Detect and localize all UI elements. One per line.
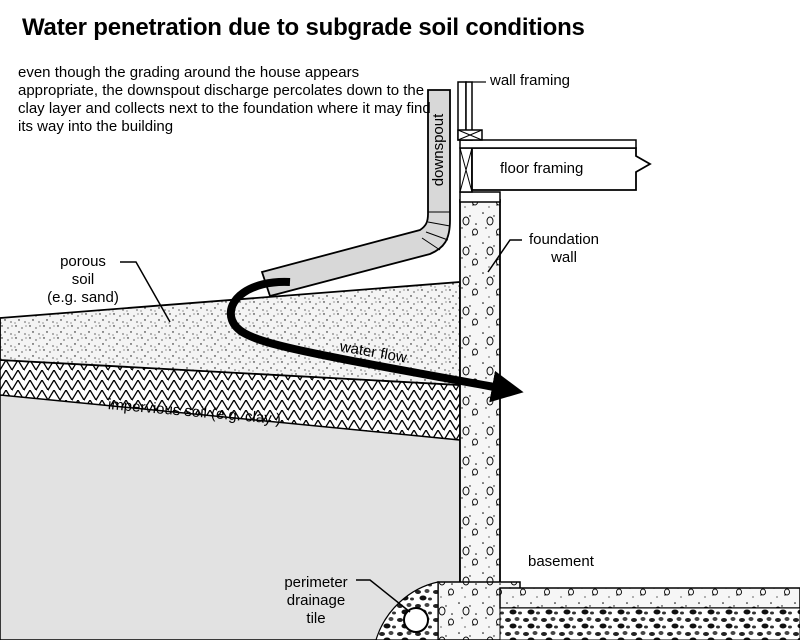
drainage-tile-label-line3: tile xyxy=(306,610,326,627)
foundation-wall-label-line1: foundation xyxy=(528,231,600,248)
water-flow-arrow xyxy=(226,277,524,403)
sill-plate xyxy=(459,191,501,203)
diagram-caption: even though the grading around the house… xyxy=(18,64,431,135)
porous-soil-label-line2: soil xyxy=(71,271,95,288)
foundation-wall xyxy=(459,199,501,606)
page-title: Water penetration due to subgrade soil c… xyxy=(22,14,585,41)
foundation-wall-label: foundation wall xyxy=(524,231,604,267)
foundation-wall-label-line2: wall xyxy=(551,249,577,266)
drainage-tile-label-line1: perimeter xyxy=(284,574,348,591)
drainage-tile-label-line2: drainage xyxy=(286,592,346,609)
downspout-label: downspout xyxy=(430,113,447,187)
drainage-tile-pipe xyxy=(403,607,429,633)
floor-framing xyxy=(471,147,652,191)
porous-soil-label: porous soil (e.g. sand) xyxy=(40,253,126,307)
floor-framing-label: floor framing xyxy=(500,160,584,177)
foundation-leader xyxy=(487,239,522,273)
porous-soil-label-line3: (e.g. sand) xyxy=(47,289,119,306)
slab-gravel xyxy=(499,607,800,640)
drainage-leader xyxy=(356,579,411,613)
downspout xyxy=(260,89,451,298)
drainage-tile-label: perimeter drainage tile xyxy=(276,574,356,628)
basement-slab xyxy=(499,587,800,609)
subfloor xyxy=(459,139,637,149)
porous-soil-label-line1: porous xyxy=(60,253,106,270)
wall-framing-label: wall framing xyxy=(490,72,571,89)
basement-label: basement xyxy=(528,553,594,570)
porous-soil-leader xyxy=(120,261,171,323)
